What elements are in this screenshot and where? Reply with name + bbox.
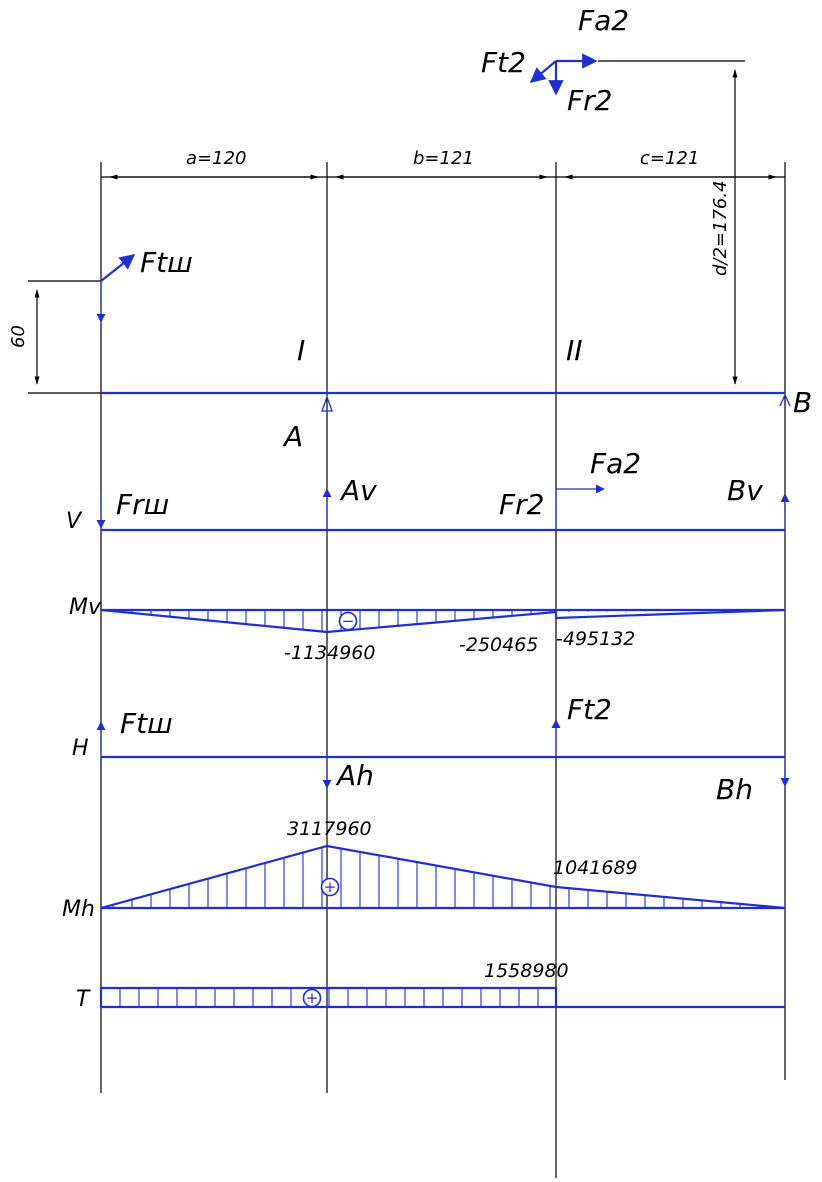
mh-value-section-2: 1041689 bbox=[553, 857, 638, 879]
mv-value-section-2-right: -495132 bbox=[556, 628, 635, 650]
mh-hatching bbox=[112, 847, 760, 908]
av-label: Av bbox=[339, 474, 377, 507]
mv-value-section-2-left: -250465 bbox=[459, 634, 538, 656]
mv-sign: − bbox=[342, 612, 355, 630]
torque-diagram: + T 1558980 bbox=[76, 960, 785, 1012]
ftw-h-label: Ftш bbox=[120, 707, 173, 740]
frw-label: Frш bbox=[116, 488, 169, 521]
ft2-arrow bbox=[529, 60, 557, 83]
shaft-axis: I II A B bbox=[101, 334, 812, 453]
ftw-angled-arrow bbox=[100, 254, 136, 282]
t-outline bbox=[99, 986, 558, 1007]
t-sign: + bbox=[306, 989, 319, 1007]
fa2-label: Fa2 bbox=[578, 4, 629, 37]
mv-diagram: − Mv -1134960 -250465 -495132 bbox=[69, 595, 786, 664]
t-axis-label: T bbox=[76, 987, 91, 1012]
offset-label: 60 bbox=[8, 325, 29, 348]
extension-lines bbox=[100, 162, 786, 1178]
mv-outline bbox=[100, 608, 786, 634]
section-2-label: II bbox=[566, 334, 583, 367]
mh-diagram: + Mh 3117960 1041689 bbox=[62, 818, 786, 922]
h-axis-label: H bbox=[72, 736, 89, 761]
d-half-label: d/2=176.4 bbox=[710, 180, 731, 276]
dimension-chain: a=120 b=121 c=121 d/2=176.4 60 bbox=[8, 60, 785, 394]
mv-value-support-a: -1134960 bbox=[284, 642, 375, 664]
dimension-b-label: b=121 bbox=[413, 148, 474, 169]
dimension-c-label: c=121 bbox=[640, 148, 699, 169]
dimension-a-label: a=120 bbox=[186, 148, 246, 169]
support-a-symbol bbox=[321, 395, 333, 412]
mh-axis-label: Mh bbox=[62, 897, 95, 922]
fr2-label: Fr2 bbox=[567, 84, 612, 117]
support-b-label: B bbox=[793, 386, 812, 419]
ah-label: Ah bbox=[335, 759, 374, 792]
fr2-v-label: Fr2 bbox=[499, 488, 544, 521]
v-axis-label: V bbox=[66, 509, 83, 534]
mv-sign-circle bbox=[338, 611, 358, 631]
mh-value-support-a: 3117960 bbox=[287, 818, 372, 840]
mh-sign-circle bbox=[320, 877, 340, 897]
ft2-label: Ft2 bbox=[481, 46, 526, 79]
bh-label: Bh bbox=[716, 773, 753, 806]
support-b-symbol bbox=[779, 393, 791, 407]
t-hatching bbox=[119, 988, 539, 1007]
mh-sign: + bbox=[324, 878, 337, 896]
t-value: 1558980 bbox=[484, 960, 569, 982]
fa2-v-label: Fa2 bbox=[590, 447, 641, 480]
gear-force-symbol: Fa2 Ft2 Fr2 bbox=[481, 4, 629, 117]
support-a-label: A bbox=[282, 420, 303, 453]
horizontal-plane-scheme: H Ftш Ft2 Ah Bh bbox=[72, 693, 790, 806]
vertical-plane-scheme: V Frш Av Fr2 Fa2 Bv bbox=[66, 447, 790, 534]
t-sign-circle bbox=[302, 988, 322, 1008]
section-1-label: I bbox=[297, 334, 305, 367]
bv-label: Bv bbox=[727, 474, 763, 507]
coupling-force-symbol: Ftш bbox=[96, 246, 193, 323]
mh-outline bbox=[100, 844, 786, 910]
mv-axis-label: Mv bbox=[69, 595, 102, 620]
ft2-h-label: Ft2 bbox=[567, 693, 612, 726]
ftw-label: Ftш bbox=[140, 246, 193, 279]
